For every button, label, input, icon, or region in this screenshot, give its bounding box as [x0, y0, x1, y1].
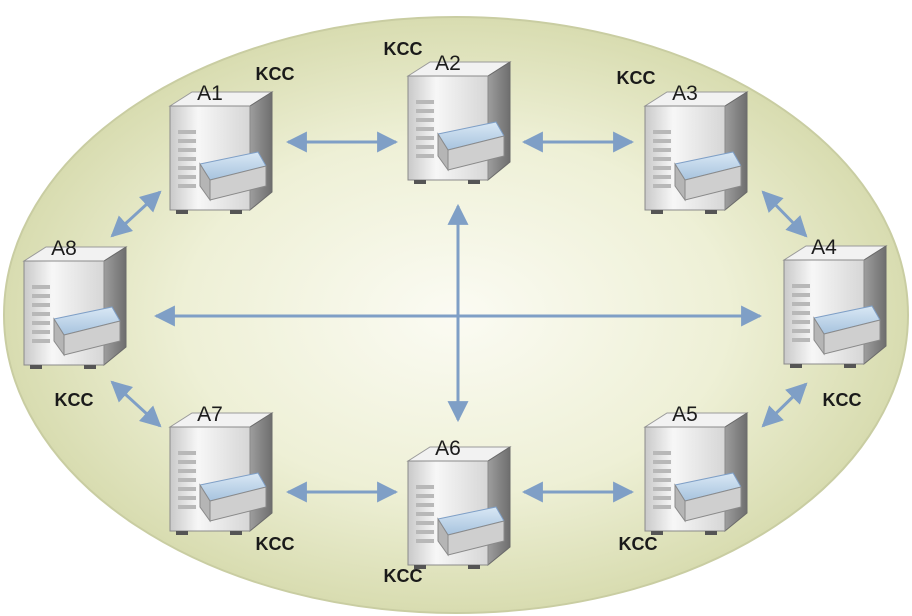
server-tower-icon	[168, 91, 274, 214]
server-label: A6	[435, 437, 461, 460]
server-a6: A6	[406, 437, 512, 569]
server-a5: A5	[643, 403, 749, 535]
server-label: A7	[197, 403, 223, 426]
kcc-label-a6: KCC	[384, 566, 423, 586]
kcc-label-a5: KCC	[619, 534, 658, 554]
server-tower-icon	[406, 446, 512, 569]
replication-link-a8-a1	[110, 190, 162, 238]
server-tower-icon	[643, 91, 749, 214]
kcc-label-a1: KCC	[256, 64, 295, 84]
server-label: A5	[672, 403, 698, 426]
kcc-label-a4: KCC	[823, 390, 862, 410]
server-label: A2	[435, 52, 461, 75]
kcc-label-a3: KCC	[617, 68, 656, 88]
server-tower-icon	[406, 61, 512, 184]
server-a2: A2	[406, 52, 512, 184]
kcc-label-a2: KCC	[384, 39, 423, 59]
server-tower-icon	[168, 412, 274, 535]
server-a7: A7	[168, 403, 274, 535]
kcc-label-a8: KCC	[55, 390, 94, 410]
server-label: A4	[811, 236, 837, 259]
kcc-label-a7: KCC	[256, 534, 295, 554]
replication-link-a3-a4	[761, 190, 808, 238]
replication-link-a4-a5	[761, 382, 808, 428]
replication-link-a7-a8	[110, 380, 162, 428]
server-a4: A4	[782, 236, 888, 368]
server-a1: A1	[168, 82, 274, 214]
server-label: A1	[197, 82, 223, 105]
replication-links	[110, 131, 808, 503]
server-a8: A8	[22, 237, 128, 369]
server-label: A3	[672, 82, 698, 105]
server-tower-icon	[782, 245, 888, 368]
server-a3: A3	[643, 82, 749, 214]
server-tower-icon	[22, 246, 128, 369]
server-label: A8	[51, 237, 77, 260]
server-tower-icon	[643, 412, 749, 535]
